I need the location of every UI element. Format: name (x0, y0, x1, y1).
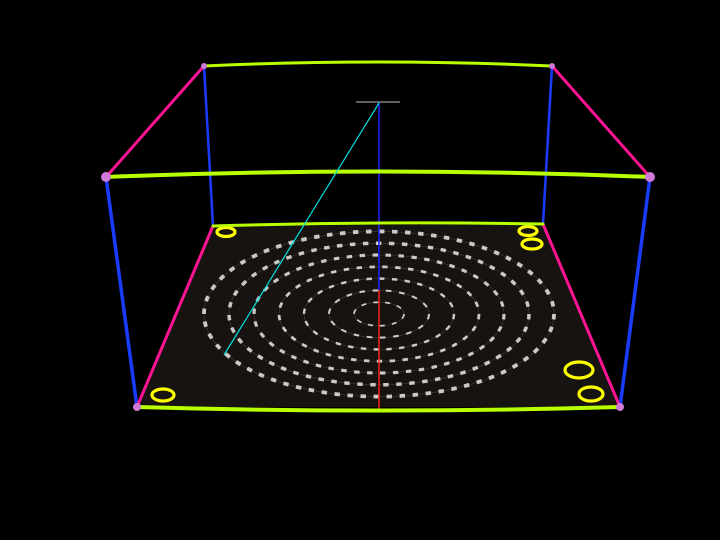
fiducial-ring-icon (563, 360, 595, 380)
probe-line (223, 102, 380, 356)
fiducial-ring-icon (150, 387, 176, 403)
corner-handle[interactable] (645, 172, 655, 182)
edge-top-front (104, 169, 652, 179)
fiducial-ring-icon (520, 237, 544, 251)
fiducial-ring-icon (215, 225, 237, 239)
edge-bottom-front (135, 405, 622, 413)
corner-handles[interactable] (101, 63, 655, 411)
corner-handle[interactable] (616, 403, 624, 411)
ring-5 (252, 253, 506, 375)
edge-top-back (202, 60, 554, 68)
fiducial-markers (150, 224, 605, 403)
edge-vertical-back-right (541, 65, 554, 225)
edge-depth-bottom-right (541, 223, 622, 408)
ring-1 (353, 301, 405, 327)
edge-depth-top-left (104, 65, 206, 178)
corner-handle[interactable] (549, 63, 555, 69)
center-axis (356, 101, 400, 410)
edge-vertical-front-right (618, 176, 652, 408)
corner-handle[interactable] (133, 403, 141, 411)
edge-bottom-back (211, 221, 545, 228)
edge-depth-bottom-left (135, 225, 215, 408)
fiducial-ring-icon (517, 224, 539, 238)
corner-handle[interactable] (101, 172, 111, 182)
corner-handle[interactable] (201, 63, 207, 69)
ring-3 (302, 277, 456, 351)
edge-vertical-front-left (104, 176, 139, 408)
ring-7 (202, 229, 556, 399)
fiducial-ring-icon (577, 385, 605, 403)
ring-2 (327, 289, 431, 339)
edge-vertical-back-left (202, 65, 215, 227)
probe-line-segment (223, 102, 380, 356)
edge-depth-top-right (550, 65, 652, 178)
bounding-box-frame (104, 60, 652, 413)
